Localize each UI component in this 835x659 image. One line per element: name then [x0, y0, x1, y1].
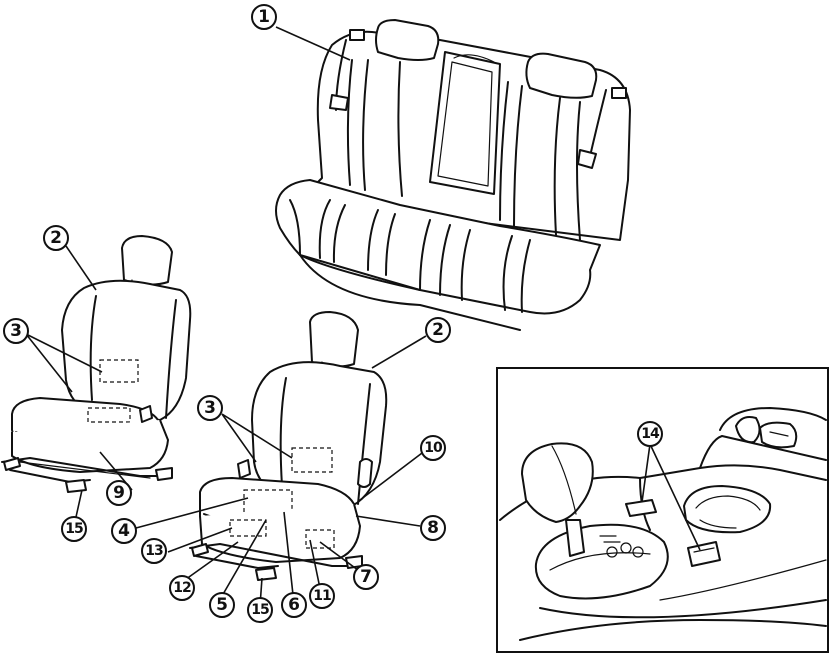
- svg-text:15: 15: [251, 602, 269, 618]
- svg-text:2: 2: [432, 320, 444, 340]
- callout-2-center: 2: [425, 317, 451, 343]
- svg-text:13: 13: [145, 543, 163, 559]
- front-seat-center-illustration: [189, 311, 388, 581]
- callout-8: 8: [420, 515, 446, 541]
- svg-text:6: 6: [288, 595, 300, 615]
- svg-text:3: 3: [204, 398, 216, 418]
- svg-text:4: 4: [118, 521, 130, 541]
- callout-9: 9: [106, 480, 132, 506]
- svg-text:7: 7: [360, 567, 372, 587]
- callout-2-left: 2: [43, 225, 69, 251]
- svg-text:10: 10: [424, 440, 443, 456]
- svg-text:11: 11: [313, 588, 331, 604]
- callout-15-center: 15: [247, 597, 273, 623]
- callout-14: 14: [637, 421, 663, 447]
- callout-4: 4: [111, 518, 137, 544]
- svg-text:5: 5: [216, 595, 228, 615]
- svg-text:9: 9: [113, 483, 125, 503]
- callout-3-left: 3: [3, 318, 29, 344]
- svg-text:3: 3: [10, 321, 22, 341]
- callout-6: 6: [281, 592, 307, 618]
- callout-15-left: 15: [61, 516, 87, 542]
- svg-text:1: 1: [258, 7, 270, 27]
- svg-text:12: 12: [173, 580, 191, 596]
- front-seat-left-illustration: [1, 235, 192, 493]
- svg-text:2: 2: [50, 228, 62, 248]
- callout-7: 7: [353, 564, 379, 590]
- callout-12: 12: [169, 575, 195, 601]
- callout-10: 10: [420, 435, 446, 461]
- svg-text:14: 14: [641, 426, 660, 442]
- callout-13: 13: [141, 538, 167, 564]
- callout-3-center: 3: [197, 395, 223, 421]
- callout-5: 5: [209, 592, 235, 618]
- svg-text:15: 15: [65, 521, 83, 537]
- svg-text:8: 8: [427, 518, 439, 538]
- callout-1: 1: [251, 4, 277, 30]
- callout-11: 11: [309, 583, 335, 609]
- console-inset: [496, 367, 829, 653]
- rear-seat-illustration: [275, 19, 631, 331]
